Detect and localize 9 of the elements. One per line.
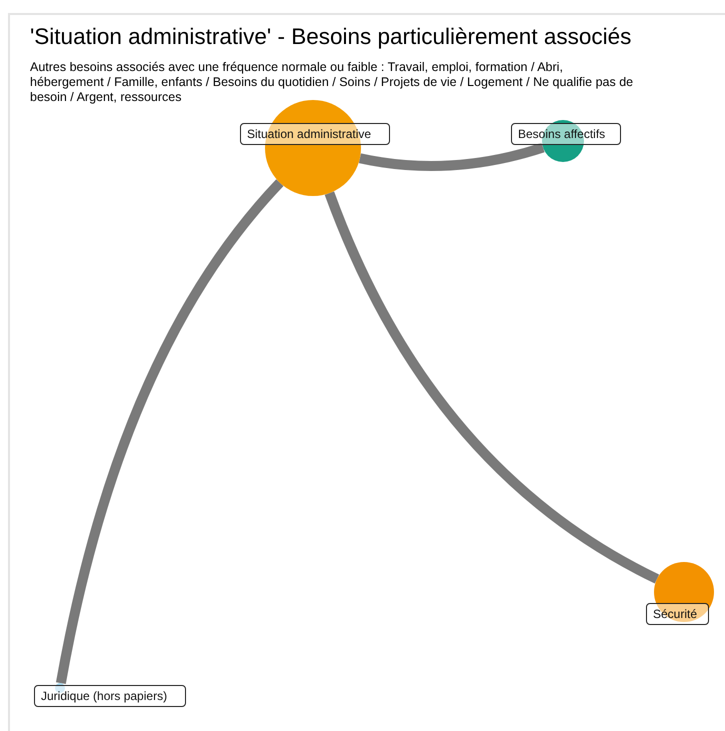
connector-line bbox=[324, 191, 660, 584]
node-label: Situation administrative bbox=[240, 123, 390, 145]
connector-line bbox=[56, 179, 284, 684]
subtitle-note: Autres besoins associés avec une fréquence normale ou faible : Travail, emploi, formation / Abri, hébergement / Famille, enfants / Besoins du quotidien / Soins / Projets de vie / Logement / Ne qualifie pas de besoin / Argent, ressources bbox=[30, 60, 634, 105]
node-label: Sécurité bbox=[646, 603, 709, 625]
node-label: Besoins affectifs bbox=[511, 123, 621, 145]
node-label: Juridique (hors papiers) bbox=[34, 685, 186, 707]
connector-line bbox=[358, 142, 544, 171]
chart-title: 'Situation administrative' - Besoins particulièrement associés bbox=[30, 24, 632, 50]
